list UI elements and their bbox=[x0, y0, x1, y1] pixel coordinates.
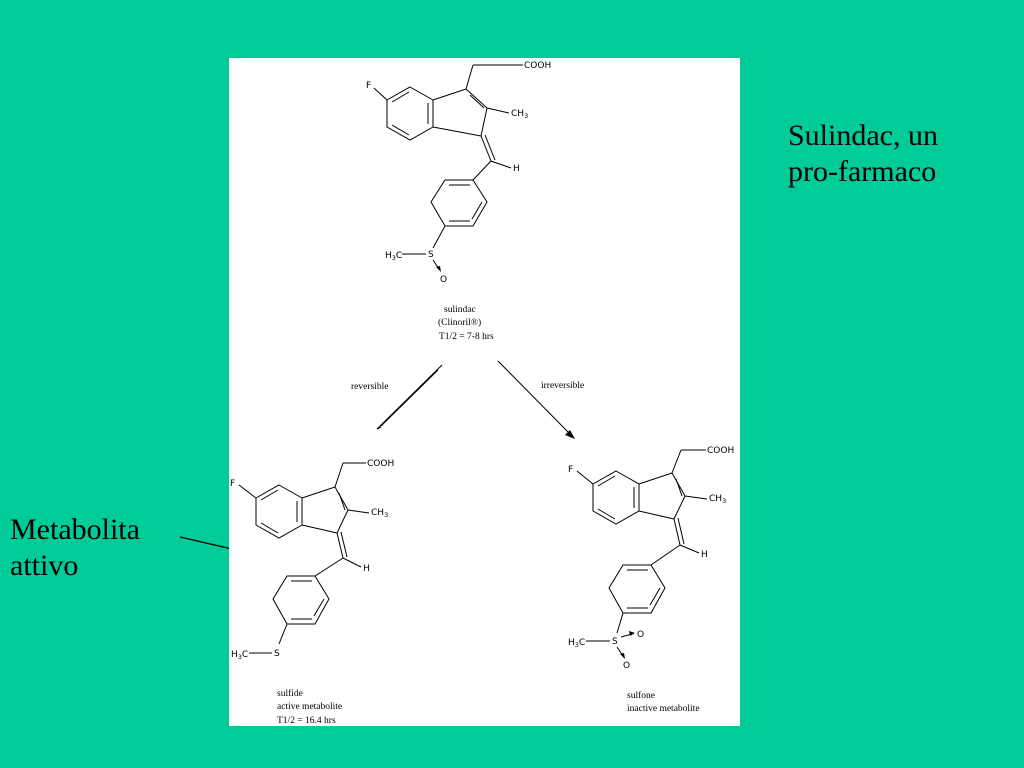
sulindac-caption: sulindac (Clinoril®) T1/2 = 7-8 hrs bbox=[438, 305, 494, 342]
sulindac-h: H bbox=[513, 164, 520, 174]
sulindac-fluorine: F bbox=[366, 81, 371, 91]
sulfone-h: H bbox=[701, 550, 708, 560]
sulindac-cooh: COOH bbox=[524, 61, 551, 71]
sulfone-caption-line-2: inactive metabolite bbox=[627, 704, 700, 714]
slide-title-line-2: pro-farmaco bbox=[788, 155, 937, 188]
sulfone-structure: F COOH CH3 H S H3C O O bbox=[568, 446, 734, 671]
sulindac-h3c: H3C bbox=[385, 251, 402, 262]
irreversible-label: irreversible bbox=[541, 381, 584, 391]
sulfide-cooh: COOH bbox=[367, 459, 394, 469]
active-metabolite-label: Metabolita attivo bbox=[10, 512, 180, 584]
sulfone-oxygen-2: O bbox=[623, 661, 630, 671]
sulfone-sulfur: S bbox=[612, 637, 618, 647]
reversible-arrow: reversible bbox=[351, 364, 443, 430]
sulfide-h3c: H3C bbox=[231, 650, 248, 661]
sulfone-oxygen-1: O bbox=[637, 630, 644, 640]
slide-title: Sulindac, un pro-farmaco bbox=[788, 118, 988, 190]
sulindac-ch3: CH3 bbox=[511, 109, 528, 120]
side-label-line-2: attivo bbox=[10, 549, 79, 582]
sulfone-cooh: COOH bbox=[707, 446, 734, 456]
sulindac-caption-line-1: sulindac bbox=[444, 305, 476, 315]
sulfide-caption: sulfide active metabolite T1/2 = 16.4 hr… bbox=[277, 688, 342, 726]
sulfone-h3c: H3C bbox=[568, 638, 585, 649]
sulfide-caption-line-3: T1/2 = 16.4 hrs bbox=[277, 716, 336, 726]
sulindac-structure: F COOH CH3 H S H3C O bbox=[366, 61, 551, 285]
sulfone-fluorine: F bbox=[568, 465, 573, 475]
sulfide-ch3: CH3 bbox=[371, 508, 388, 519]
sulindac-oxygen: O bbox=[440, 275, 447, 285]
sulfone-ch3: CH3 bbox=[709, 494, 726, 505]
sulfide-caption-line-2: active metabolite bbox=[277, 702, 342, 712]
sulfide-sulfur: S bbox=[274, 649, 280, 659]
reversible-label: reversible bbox=[351, 382, 388, 392]
sulfide-caption-line-1: sulfide bbox=[277, 688, 303, 699]
side-label-line-1: Metabolita bbox=[10, 513, 140, 546]
sulfide-structure: F COOH CH3 H S H3C bbox=[230, 459, 394, 661]
reaction-scheme: F COOH CH3 H S H3C O sulindac (Clinoril®… bbox=[230, 61, 734, 726]
sulfide-h: H bbox=[363, 564, 370, 574]
irreversible-arrow: irreversible bbox=[497, 360, 584, 439]
sulfone-caption-line-1: sulfone bbox=[627, 690, 655, 701]
slide-title-line-1: Sulindac, un bbox=[788, 119, 938, 152]
sulindac-caption-line-3: T1/2 = 7-8 hrs bbox=[439, 332, 494, 342]
sulfide-fluorine: F bbox=[230, 479, 235, 489]
reaction-scheme-panel: F COOH CH3 H S H3C O sulindac (Clinoril®… bbox=[229, 58, 740, 726]
sulindac-sulfur: S bbox=[428, 250, 434, 260]
sulindac-caption-line-2: (Clinoril®) bbox=[438, 317, 481, 328]
sulfone-caption: sulfone inactive metabolite bbox=[627, 690, 700, 714]
